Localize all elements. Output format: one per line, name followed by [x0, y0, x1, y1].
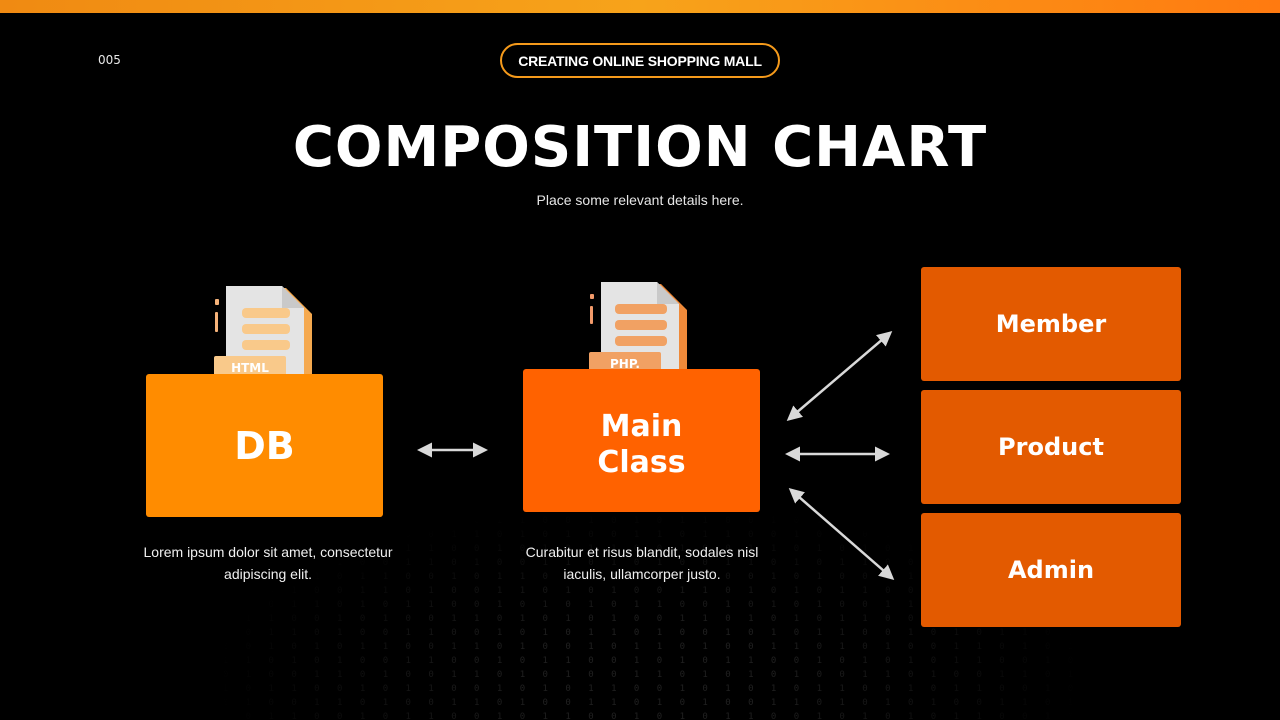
db-caption-line2: adipiscing elit. [224, 566, 312, 582]
db-caption: Lorem ipsum dolor sit amet, consectetur … [128, 541, 408, 585]
php-icon-label: PHP. [610, 357, 640, 371]
main-class-label-line2: Class [597, 444, 686, 480]
html-icon-label: HTML [231, 361, 269, 375]
top-accent-bar [0, 0, 1280, 13]
db-node-label: DB [234, 423, 295, 468]
admin-node: Admin [921, 513, 1181, 627]
php-file-icon: PHP. [589, 282, 687, 382]
page-number: 005 [98, 53, 121, 67]
main-class-node: Main Class [523, 369, 760, 512]
main-caption-line2: iaculis, ullamcorper justo. [563, 566, 721, 582]
product-node: Product [921, 390, 1181, 504]
main-caption: Curabitur et risus blandit, sodales nisl… [502, 541, 782, 585]
product-node-label: Product [998, 433, 1104, 461]
section-tag: CREATING ONLINE SHOPPING MALL [500, 43, 780, 78]
page-subtitle: Place some relevant details here. [536, 192, 744, 208]
arrow-main-member [786, 331, 893, 421]
admin-node-label: Admin [1007, 556, 1095, 584]
main-caption-line1: Curabitur et risus blandit, sodales nisl [525, 544, 759, 560]
db-caption-line1: Lorem ipsum dolor sit amet, consectetur [143, 544, 393, 560]
html-file-icon: HTML [214, 286, 312, 386]
page-title: COMPOSITION CHART [292, 115, 988, 180]
section-tag-label: CREATING ONLINE SHOPPING MALL [518, 52, 762, 69]
db-node: DB [146, 374, 383, 517]
member-node-label: Member [995, 310, 1107, 338]
member-node: Member [921, 267, 1181, 381]
arrow-main-admin [788, 488, 895, 580]
main-class-label-line1: Main [600, 408, 683, 444]
